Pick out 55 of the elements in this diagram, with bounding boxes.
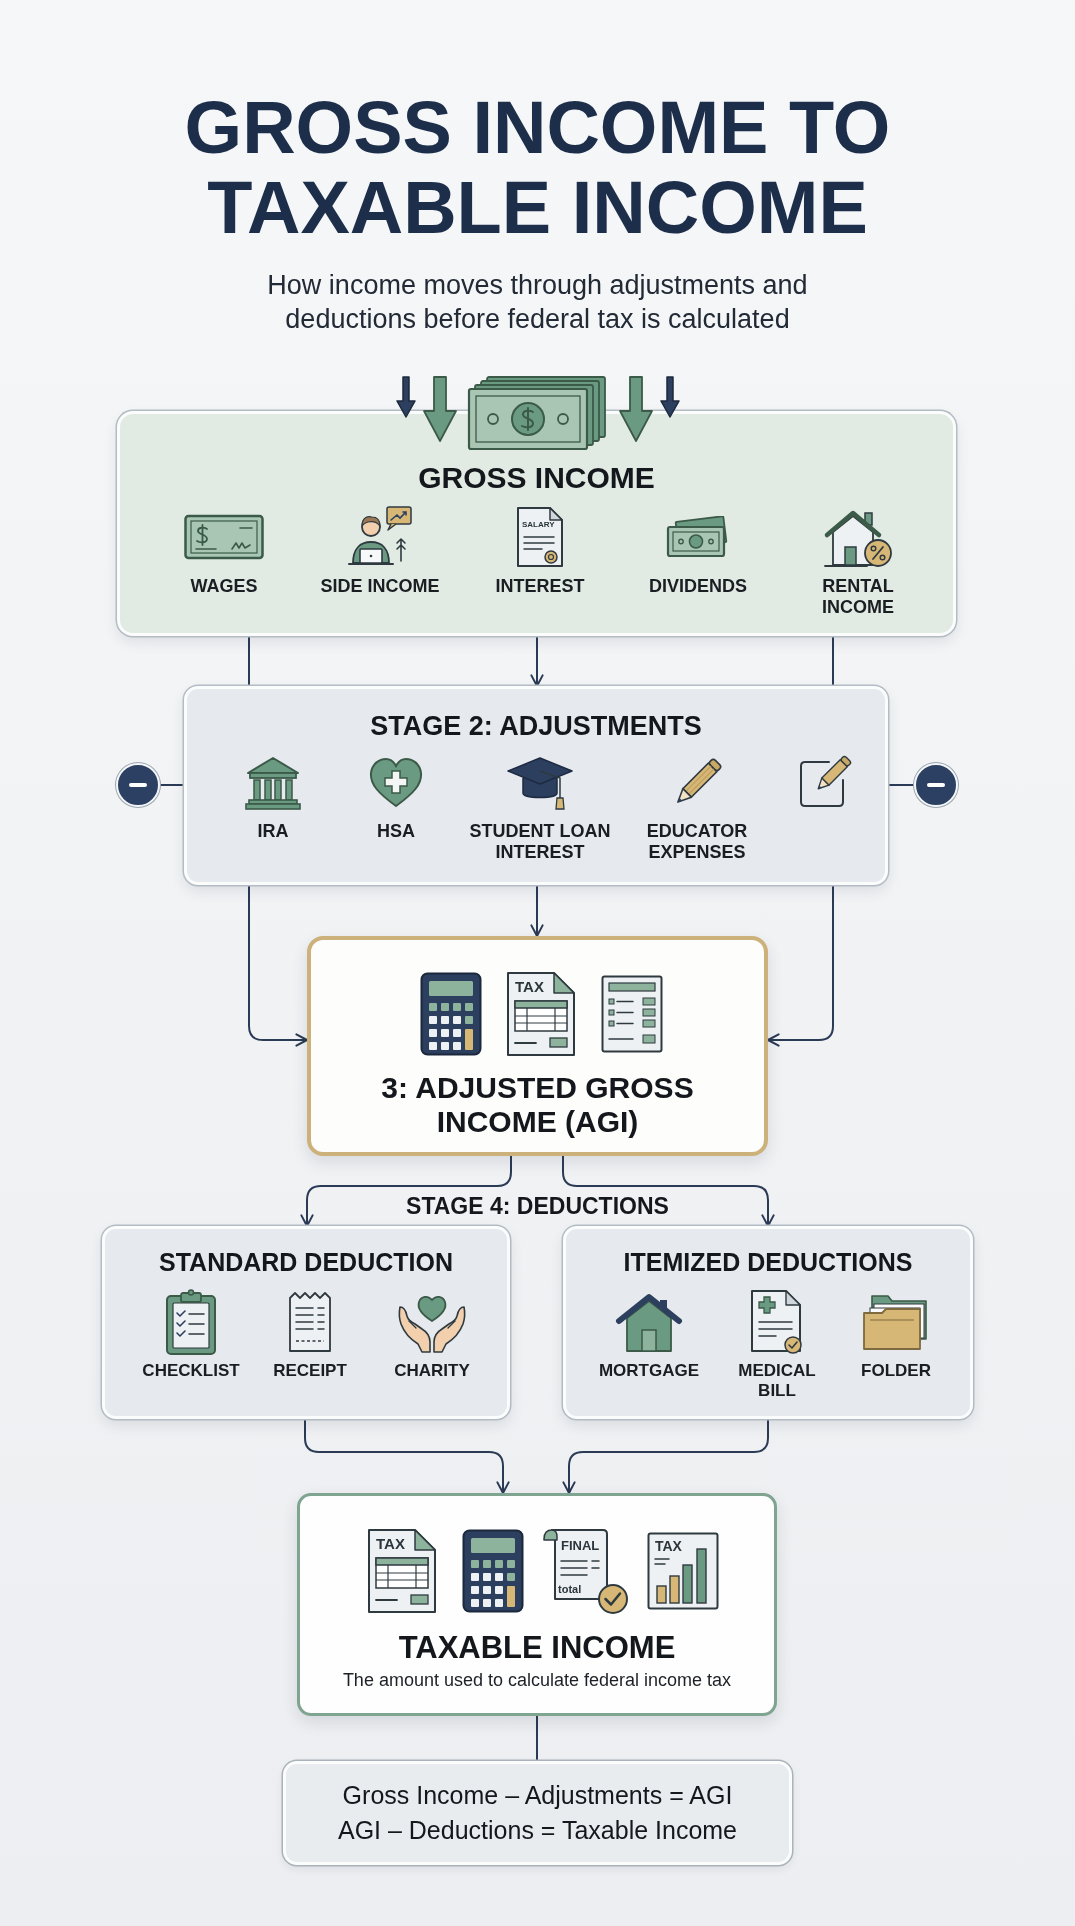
- minus-icon: [914, 763, 958, 807]
- connector-line: [159, 784, 185, 786]
- item-label: INTEREST: [495, 576, 585, 597]
- subtitle: How income moves through adjustments and deductions before federal tax is calculated: [266, 269, 809, 336]
- document-title: TAX: [376, 1536, 405, 1551]
- item-label: CHECKLIST: [142, 1361, 240, 1381]
- item-label: WAGES: [190, 576, 258, 597]
- arrow: [530, 884, 544, 937]
- box-heading: STANDARD DEDUCTION: [159, 1247, 453, 1277]
- arrow: [300, 1155, 512, 1227]
- connector-line: [832, 635, 834, 687]
- document-text: total: [558, 1584, 582, 1595]
- box-heading: STAGE 2: ADJUSTMENTS: [370, 710, 702, 743]
- item-label: MEDICAL BILL: [737, 1361, 817, 1401]
- arrow: [562, 1418, 769, 1494]
- document-title: FINAL: [561, 1539, 600, 1552]
- box-heading: TAXABLE INCOME: [398, 1630, 676, 1666]
- item-label: FOLDER: [861, 1361, 931, 1381]
- arrow: [562, 1155, 775, 1227]
- section-heading: STAGE 4: DEDUCTIONS: [406, 1193, 669, 1219]
- item-label: RENTAL INCOME: [821, 576, 895, 618]
- formula-text: AGI – Deductions = Taxable Income: [337, 1815, 738, 1846]
- description: The amount used to calculate federal income tax: [342, 1669, 732, 1692]
- result-panel: [297, 1493, 777, 1716]
- deduction-panel: [563, 1226, 973, 1419]
- arrow: [304, 1418, 510, 1494]
- item-label: CHARITY: [394, 1361, 470, 1381]
- item-label: HSA: [377, 821, 415, 842]
- connector-line: [536, 1715, 538, 1762]
- arrow: [530, 635, 544, 687]
- connector-line: [248, 635, 250, 687]
- box-heading: ITEMIZED DEDUCTIONS: [623, 1247, 913, 1277]
- item-label: DIVIDENDS: [649, 576, 747, 597]
- item-label: IRA: [257, 821, 289, 842]
- formula-panel: [283, 1761, 792, 1865]
- income-panel: [117, 411, 956, 636]
- connector-line: [887, 784, 915, 786]
- title: GROSS INCOME TO TAXABLE INCOME: [183, 88, 892, 248]
- minus-icon: [116, 763, 160, 807]
- box-heading: GROSS INCOME: [418, 460, 655, 496]
- arrow: [767, 884, 834, 1047]
- formula-text: Gross Income – Adjustments = AGI: [342, 1780, 733, 1811]
- document-title: TAX: [515, 979, 544, 994]
- item-label: EDUCATOR EXPENSES: [645, 821, 749, 863]
- agi-panel: [307, 936, 768, 1156]
- item-label: MORTGAGE: [598, 1361, 700, 1381]
- item-label: STUDENT LOAN INTEREST: [468, 821, 612, 863]
- item-label: RECEIPT: [273, 1361, 347, 1381]
- document-title: TAX: [655, 1539, 682, 1553]
- deduction-panel: [102, 1226, 510, 1419]
- arrow: [248, 884, 308, 1047]
- box-heading: 3: ADJUSTED GROSS INCOME (AGI): [380, 1071, 695, 1139]
- item-label: SIDE INCOME: [320, 576, 440, 597]
- document-title: SALARY: [522, 521, 555, 529]
- adjustments-panel: [184, 686, 888, 885]
